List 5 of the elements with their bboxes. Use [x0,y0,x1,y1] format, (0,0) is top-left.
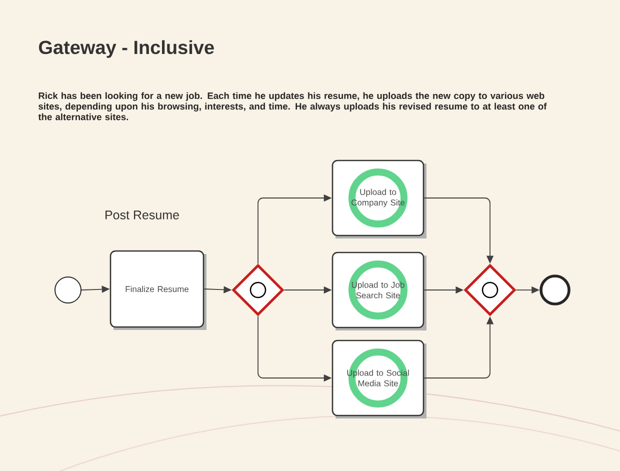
diagram-label: Post Resume [106,210,179,220]
start-event-circle [54,276,82,304]
task-box: Finalize Resume [110,250,206,330]
title: Gateway - Inclusive [38,40,214,58]
description: Rick has been looking for a new job. Each time he updates his resume, he uploads the new copy to various web sites, depending upon his browsing, interests, and time. He always uploads his revised resume to at least one of the alternative sites. [38,92,547,120]
